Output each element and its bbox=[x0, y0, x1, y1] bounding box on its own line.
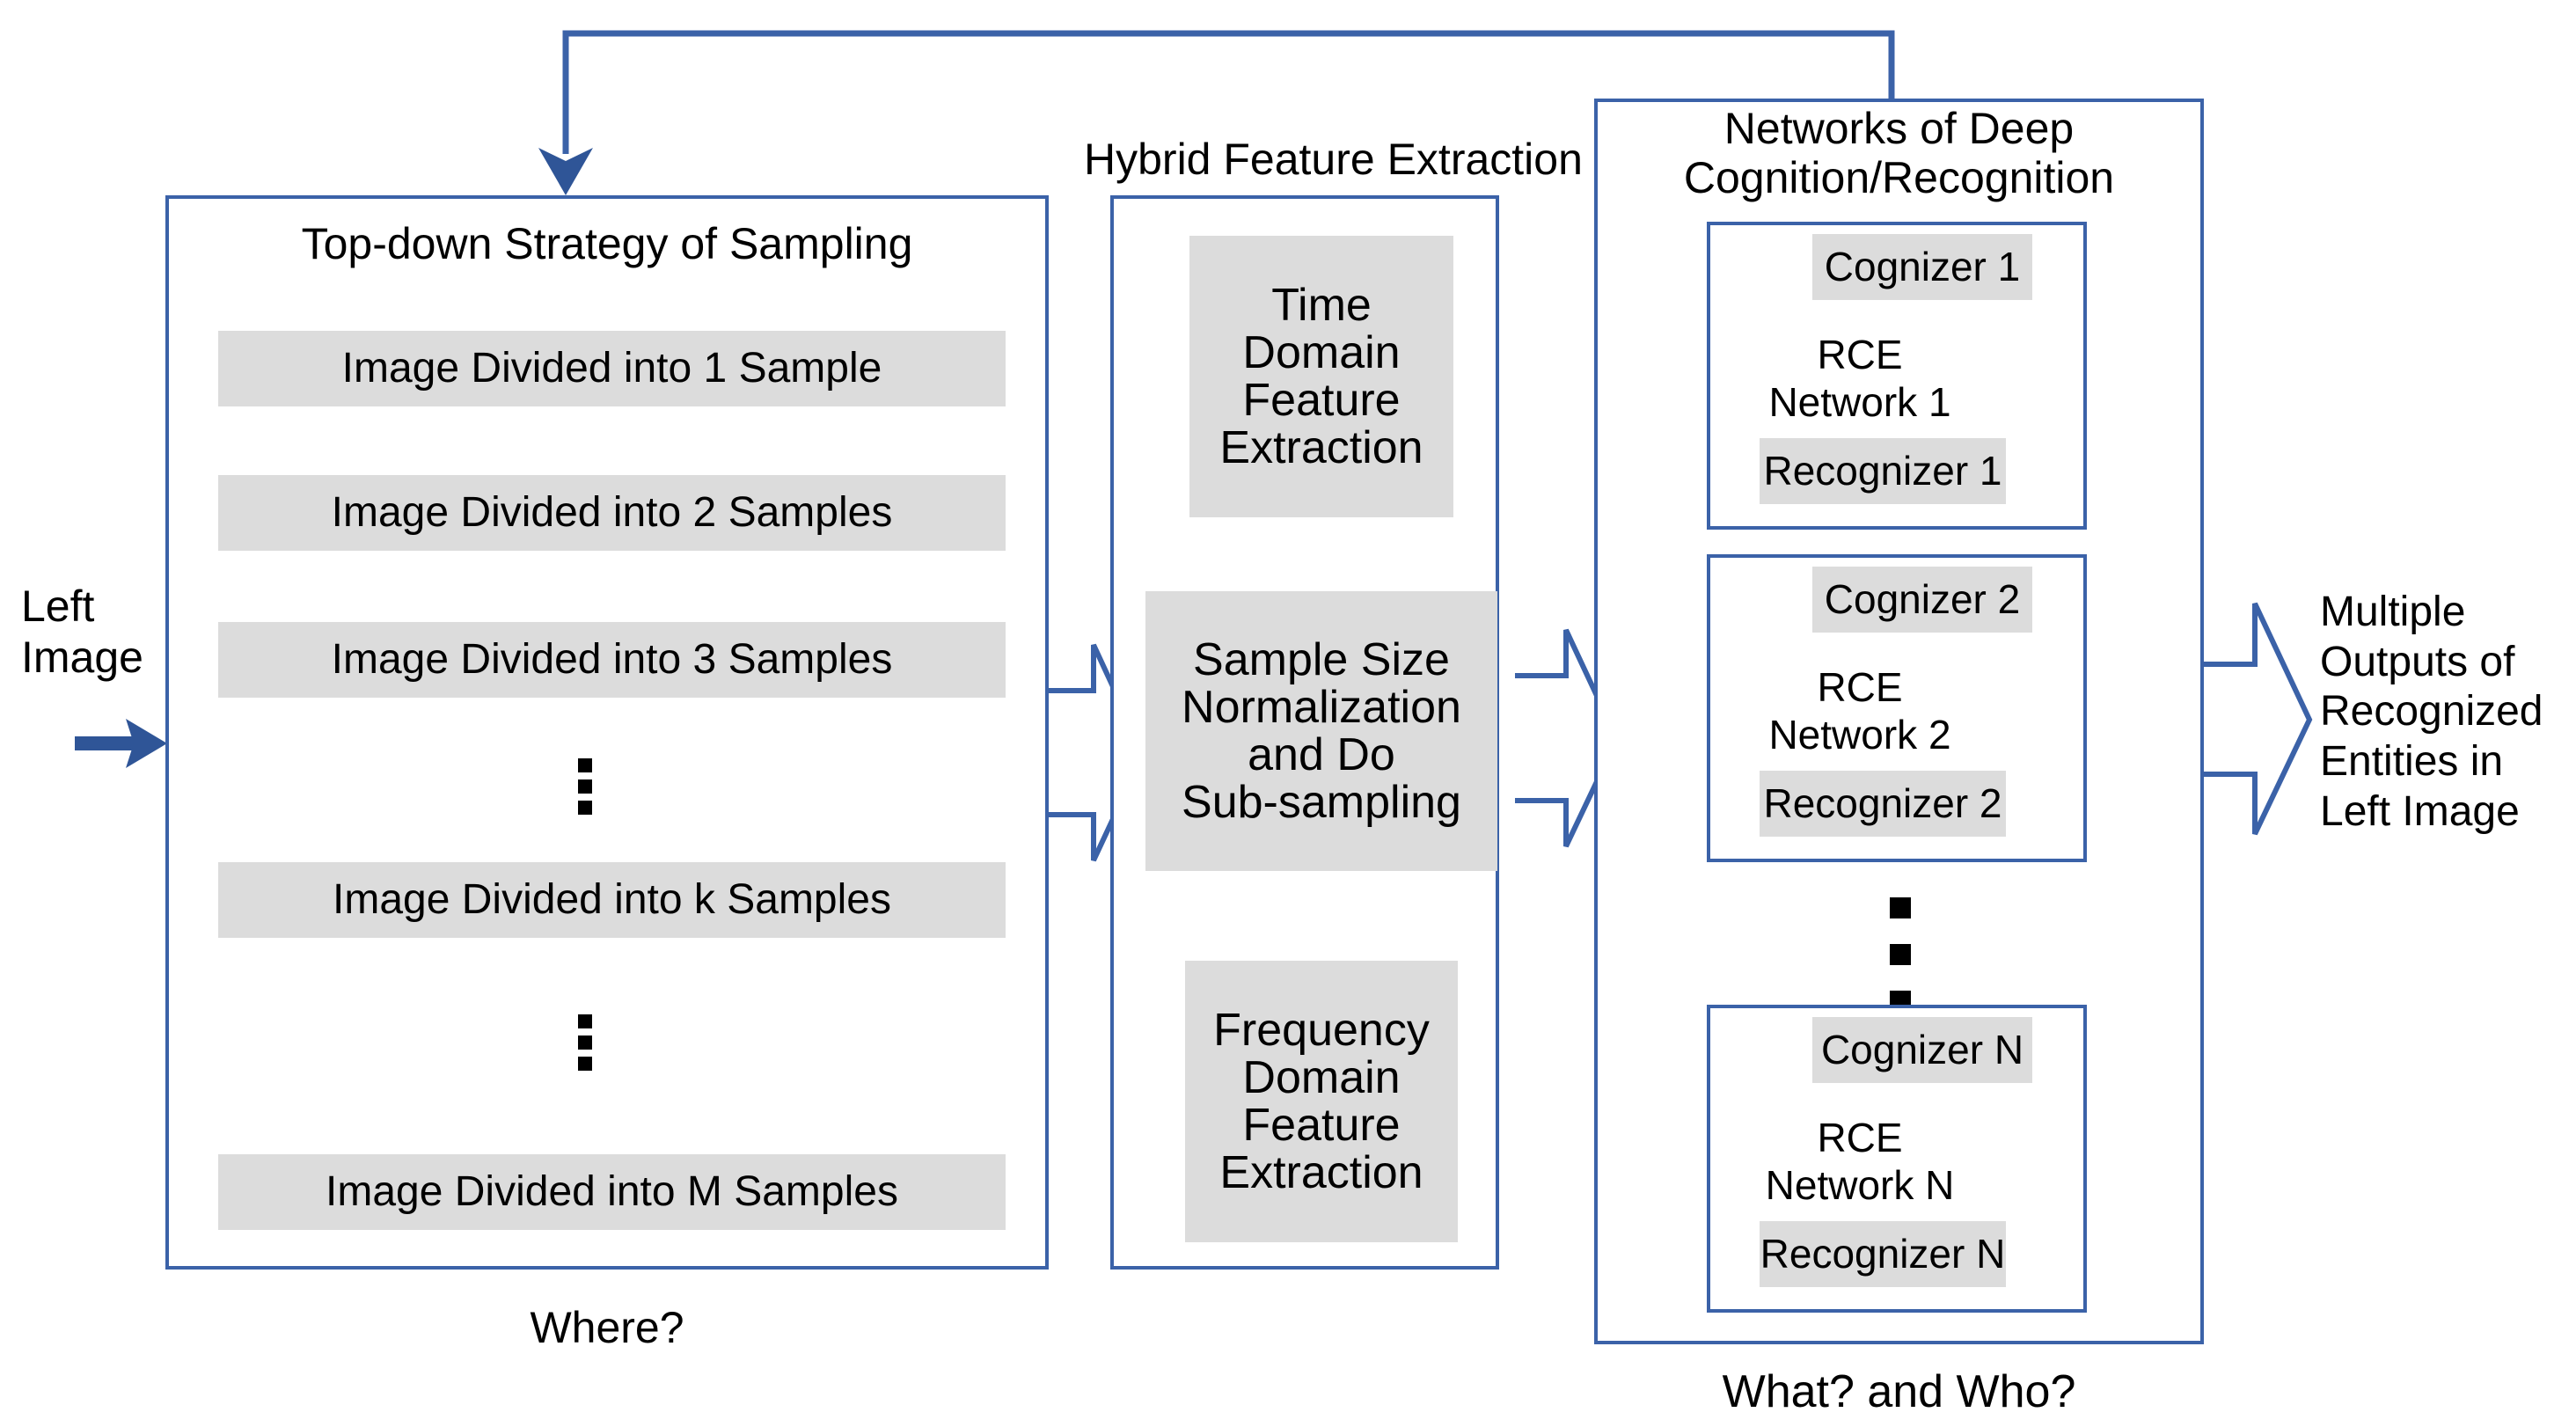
sample-block-5[interactable]: Image Divided into M Samples bbox=[218, 1154, 1006, 1230]
time-domain-feature-extraction-block[interactable]: Time Domain Feature Extraction bbox=[1189, 236, 1453, 517]
cognizer-1-block[interactable]: Cognizer 1 bbox=[1812, 234, 2032, 300]
sample-block-3-label: Image Divided into 3 Samples bbox=[331, 636, 893, 684]
frequency-domain-feature-extraction-block[interactable]: Frequency Domain Feature Extraction bbox=[1185, 961, 1458, 1242]
sample-block-2-label: Image Divided into 2 Samples bbox=[331, 489, 893, 537]
recognizer-2-label: Recognizer 2 bbox=[1763, 779, 2002, 826]
networks-panel-title: Networks of Deep Cognition/Recognition bbox=[1594, 104, 2204, 202]
recognizer-1-label: Recognizer 1 bbox=[1763, 447, 2002, 494]
left-panel-ellipsis-upper bbox=[578, 758, 592, 815]
input-label-line1: Left bbox=[21, 582, 95, 631]
input-arrow-right-icon bbox=[75, 719, 167, 768]
networks-panel-title-line1: Networks of Deep bbox=[1723, 104, 2075, 153]
sample-block-1-label: Image Divided into 1 Sample bbox=[341, 345, 882, 392]
rce-network-1-label: RCE Network 1 bbox=[1768, 332, 1951, 425]
left-panel-ellipsis-lower bbox=[578, 1014, 592, 1071]
output-label-line4: Entities in bbox=[2320, 737, 2504, 785]
sample-block-4-label: Image Divided into k Samples bbox=[333, 876, 891, 924]
cognizer-n-block[interactable]: Cognizer N bbox=[1812, 1017, 2032, 1083]
cognizer-2-block[interactable]: Cognizer 2 bbox=[1812, 567, 2032, 633]
output-label-line5: Left Image bbox=[2320, 787, 2520, 835]
input-label-line2: Image bbox=[21, 633, 143, 682]
output-label-line1: Multiple bbox=[2320, 589, 2466, 635]
block-arrow-right-to-output-icon bbox=[2204, 602, 2313, 836]
frequency-domain-feature-extraction-label: Frequency Domain Feature Extraction bbox=[1213, 1004, 1430, 1199]
cognizer-1-label: Cognizer 1 bbox=[1824, 243, 2021, 289]
sample-block-5-label: Image Divided into M Samples bbox=[326, 1168, 898, 1216]
output-label: Multiple Outputs of Recognized Entities … bbox=[2320, 588, 2576, 837]
input-label: Left Image bbox=[21, 581, 171, 683]
what-and-who-caption: What? and Who? bbox=[1722, 1366, 2076, 1417]
recognizer-n-label: Recognizer N bbox=[1760, 1230, 2006, 1277]
cognizer-n-label: Cognizer N bbox=[1820, 1026, 2024, 1072]
where-caption: Where? bbox=[530, 1303, 684, 1352]
recognizer-2-block[interactable]: Recognizer 2 bbox=[1760, 771, 2006, 837]
sample-block-1[interactable]: Image Divided into 1 Sample bbox=[218, 331, 1006, 406]
hybrid-feature-extraction-title: Hybrid Feature Extraction bbox=[1084, 135, 1583, 184]
rce-network-2-label: RCE Network 2 bbox=[1768, 664, 1951, 757]
cognizer-2-label: Cognizer 2 bbox=[1824, 575, 2021, 622]
sample-block-2[interactable]: Image Divided into 2 Samples bbox=[218, 475, 1006, 551]
output-label-line3: Recognized bbox=[2320, 688, 2543, 735]
recognizer-1-block[interactable]: Recognizer 1 bbox=[1760, 438, 2006, 504]
top-down-sampling-title: Top-down Strategy of Sampling bbox=[301, 219, 913, 268]
sample-block-4[interactable]: Image Divided into k Samples bbox=[218, 862, 1006, 938]
time-domain-feature-extraction-label: Time Domain Feature Extraction bbox=[1219, 279, 1423, 474]
networks-panel-title-line2: Cognition/Recognition bbox=[1683, 153, 2115, 202]
sample-size-normalization-block[interactable]: Sample Size Normalization and Do Sub-sam… bbox=[1145, 591, 1497, 871]
output-label-line2: Outputs of bbox=[2320, 638, 2515, 685]
right-panel-ellipsis bbox=[1890, 897, 1911, 1012]
sample-block-3[interactable]: Image Divided into 3 Samples bbox=[218, 622, 1006, 698]
recognizer-n-block[interactable]: Recognizer N bbox=[1760, 1221, 2006, 1287]
rce-network-n-label: RCE Network N bbox=[1765, 1115, 1955, 1208]
sample-size-normalization-label: Sample Size Normalization and Do Sub-sam… bbox=[1182, 633, 1461, 829]
